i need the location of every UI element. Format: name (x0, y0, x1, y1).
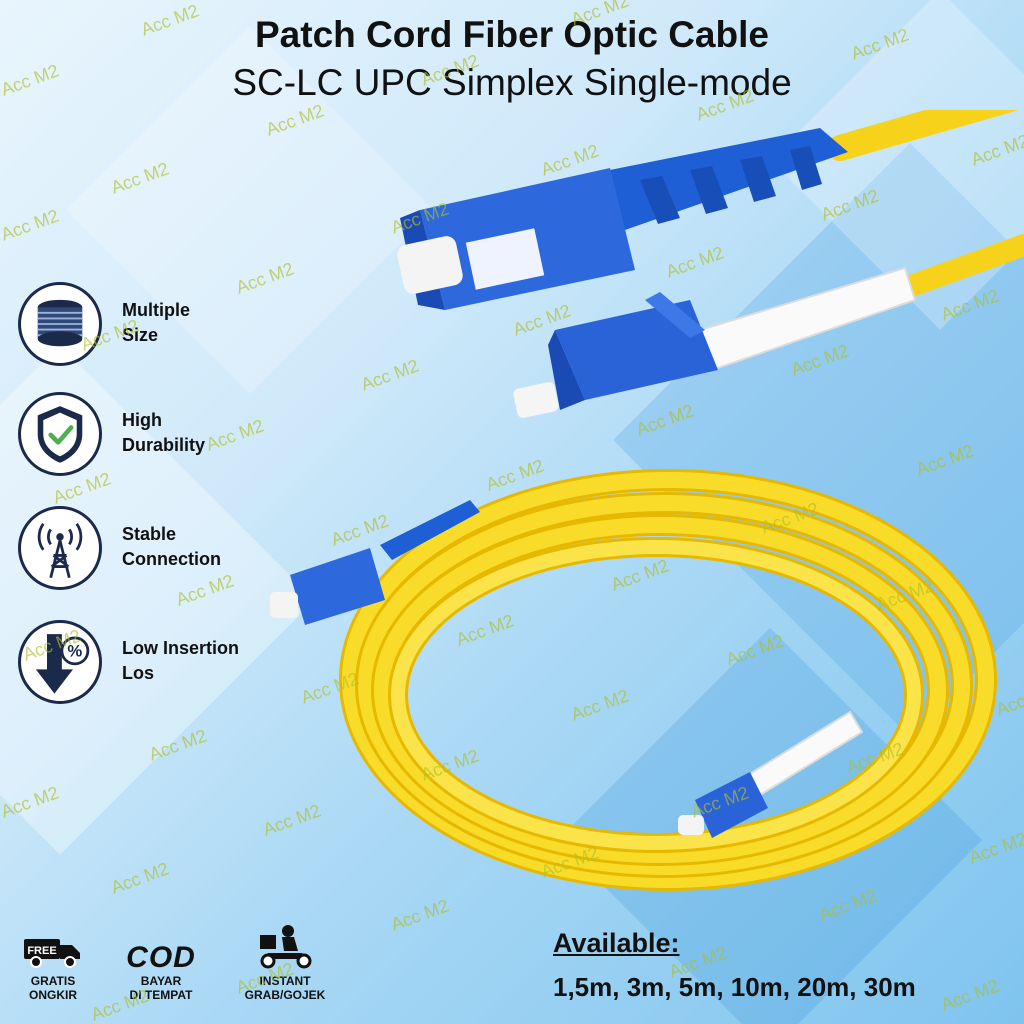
feature-stable-connection: Stable Connection (18, 506, 318, 594)
feature-label-line2: Size (122, 325, 159, 345)
delivery-truck-icon: FREE (24, 939, 80, 968)
badge-free-shipping: FREE GRATIS ONGKIR (20, 935, 86, 1002)
watermark: Acc M2 (108, 858, 172, 898)
badge-caption-line1: INSTANT (259, 974, 311, 988)
badge-instant-delivery: INSTANT GRAB/GOJEK (240, 923, 330, 1002)
feature-label-line2: Connection (122, 549, 221, 569)
svg-text:%: % (67, 641, 82, 660)
product-subtitle: SC-LC UPC Simplex Single-mode (232, 62, 792, 103)
feature-multiple-size: Multiple Size (18, 282, 318, 370)
antenna-signal-icon (18, 506, 102, 590)
shield-check-icon (18, 392, 102, 476)
feature-high-durability: High Durability (18, 392, 318, 480)
feature-low-insertion-loss: % Low Insertion Los (18, 620, 318, 708)
free-icon-text: FREE (27, 945, 56, 957)
cable-reel-icon (18, 282, 102, 366)
feature-label-line1: High (122, 410, 162, 430)
product-title: Patch Cord Fiber Optic Cable (255, 14, 769, 55)
badge-cod: COD BAYAR DI TEMPAT (118, 941, 204, 1003)
feature-label-line2: Los (122, 663, 155, 683)
availability-sizes: 1,5m, 3m, 5m, 10m, 20m, 30m (553, 972, 916, 1002)
percent-down-arrow-icon: % (18, 620, 102, 704)
badge-caption-line2: GRAB/GOJEK (244, 988, 326, 1002)
badge-caption-line2: DI TEMPAT (129, 988, 193, 1002)
feature-label-line1: Stable (122, 524, 177, 544)
watermark: Acc M2 (0, 205, 62, 245)
cod-logo: COD (126, 941, 196, 974)
availability-title: Available: (553, 928, 680, 958)
feature-label-line2: Durability (122, 435, 206, 455)
feature-label-line1: Low Insertion (122, 638, 239, 658)
fiber-cable-illustration (270, 110, 1024, 891)
feature-label-line1: Multiple (122, 300, 190, 320)
badge-caption-line1: GRATIS (30, 974, 76, 988)
badge-caption-line2: ONGKIR (29, 988, 77, 1002)
watermark: Acc M2 (938, 975, 1002, 1015)
motorbike-courier-icon (260, 925, 312, 969)
badge-caption-line1: BAYAR (140, 974, 182, 988)
